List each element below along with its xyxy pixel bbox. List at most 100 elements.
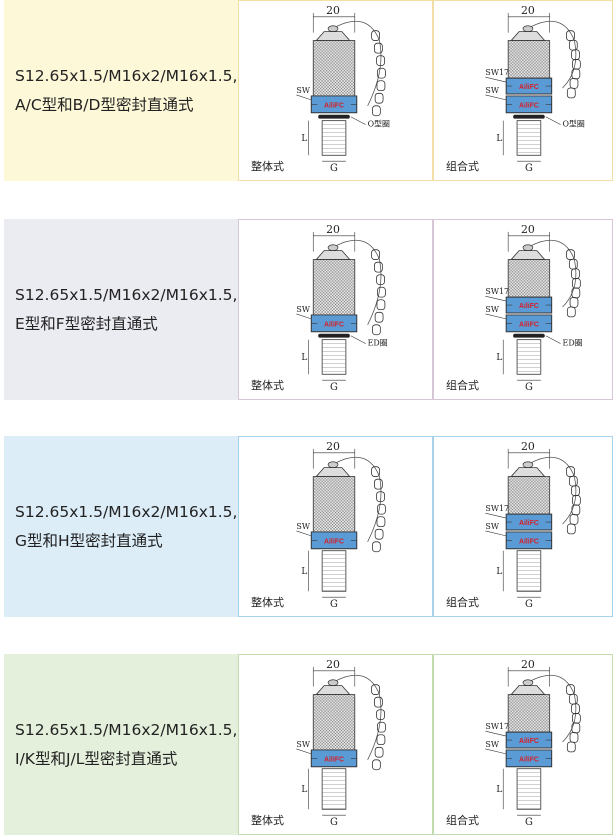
dust-cap [507, 448, 551, 515]
length-label: L [496, 567, 502, 577]
brand-logo: AiliFC [324, 756, 344, 763]
hex-nut [505, 77, 553, 95]
brand-logo: AiliFC [519, 84, 539, 91]
seal-label: ED圈 [368, 339, 388, 348]
spec-line1: S12.65x1.5/M16x2/M16x1.5, [15, 66, 238, 85]
dust-cap [312, 666, 356, 751]
thread-stub [321, 120, 347, 156]
thread-size-label: G [330, 163, 338, 174]
spec-line1: S12.65x1.5/M16x2/M16x1.5, [15, 720, 238, 739]
thread-stub [516, 339, 542, 375]
thread-size-label: G [330, 599, 338, 610]
thread-size-label: G [525, 163, 533, 174]
thread-stub [321, 550, 347, 592]
sw-label: SW [296, 305, 310, 314]
brand-logo: AiliFC [324, 538, 344, 545]
retaining-chain [335, 674, 386, 771]
sw-label: SW [296, 740, 310, 749]
retaining-chain [530, 674, 581, 753]
brand-logo: AiliFC [324, 321, 344, 328]
sw-label: SW [485, 740, 499, 749]
section-label: S12.65x1.5/M16x2/M16x1.5,G型和H型密封直通式 [4, 436, 238, 617]
sw17-label: SW17 [485, 504, 509, 513]
retaining-chain [530, 239, 581, 318]
width-dimension-label: 20 [326, 658, 340, 671]
hex-nut [505, 513, 553, 531]
length-label: L [496, 134, 502, 144]
width-dimension-label: 20 [326, 440, 340, 453]
width-dimension-label: 20 [326, 4, 340, 17]
fitting-type-caption: 组合式 [446, 160, 479, 173]
section-label: S12.65x1.5/M16x2/M16x1.5, A/C型和B/D型密封直通式 [4, 0, 238, 181]
sw17-label: SW17 [485, 287, 509, 296]
brand-logo: AiliFC [519, 520, 539, 527]
fitting-type-caption: 组合式 [446, 814, 479, 827]
fitting-type-caption: 组合式 [446, 596, 479, 609]
thread-stub [321, 768, 347, 810]
spec-line1: S12.65x1.5/M16x2/M16x1.5, [15, 285, 238, 304]
sw-label: SW [485, 86, 499, 95]
spec-line2: A/C型和B/D型密封直通式 [15, 95, 194, 114]
length-label: L [301, 134, 307, 144]
thread-stub [321, 339, 347, 375]
length-label: L [301, 353, 307, 363]
dust-cap [312, 12, 356, 97]
length-label: L [301, 785, 307, 795]
hex-nut [505, 731, 553, 749]
brand-logo: AiliFC [519, 303, 539, 310]
thread-size-label: G [525, 599, 533, 610]
hex-nut [505, 749, 553, 768]
sw-label: SW [296, 86, 310, 95]
fitting-type-caption: 整体式 [251, 814, 284, 827]
hex-nut [505, 314, 553, 333]
brand-logo: AiliFC [324, 102, 344, 109]
hex-nut [505, 95, 553, 114]
sw-label: SW [485, 522, 499, 531]
sw17-label: SW17 [485, 722, 509, 731]
spec-line2: I/K型和J/L型密封直通式 [15, 749, 178, 768]
fitting-section: S12.65x1.5/M16x2/M16x1.5, A/C型和B/D型密封直通式 2… [4, 0, 613, 181]
length-label: L [301, 567, 307, 577]
width-dimension-label: 20 [521, 658, 535, 671]
brand-logo: AiliFC [519, 102, 539, 109]
width-dimension-label: 20 [326, 223, 340, 236]
retaining-chain [335, 456, 386, 553]
seal-label: ED圈 [563, 339, 583, 348]
brand-logo: AiliFC [519, 738, 539, 745]
brand-logo: AiliFC [519, 321, 539, 328]
retaining-chain [530, 20, 581, 99]
thread-size-label: G [525, 382, 533, 393]
hex-nut [310, 531, 358, 550]
seal-label: O型圈 [563, 120, 585, 129]
retaining-chain [335, 239, 386, 336]
brand-logo: AiliFC [519, 538, 539, 545]
dust-cap [312, 448, 356, 533]
thread-stub [516, 550, 542, 592]
section-label: S12.65x1.5/M16x2/M16x1.5, E型和F型密封直通式 [4, 219, 238, 400]
section-label: S12.65x1.5/M16x2/M16x1.5, I/K型和J/L型密封直通式 [4, 654, 238, 835]
length-label: L [496, 353, 502, 363]
retaining-chain [530, 456, 581, 535]
retaining-chain [335, 20, 386, 117]
hex-nut [505, 296, 553, 314]
brand-logo: AiliFC [519, 756, 539, 763]
hex-nut [310, 95, 358, 114]
thread-stub [516, 768, 542, 810]
dust-cap [507, 666, 551, 733]
fitting-type-caption: 整体式 [251, 596, 284, 609]
sw-label: SW [485, 305, 499, 314]
thread-size-label: G [525, 817, 533, 828]
spec-line2: E型和F型密封直通式 [15, 314, 158, 333]
